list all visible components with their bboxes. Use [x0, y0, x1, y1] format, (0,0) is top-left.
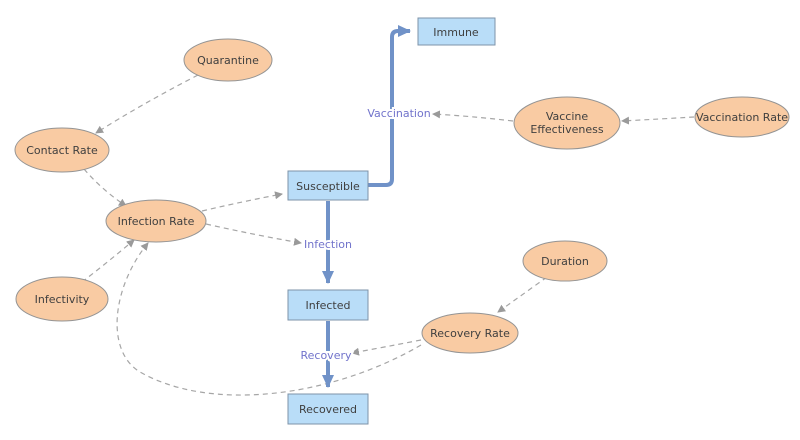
variable-label: Duration	[541, 255, 589, 268]
variable-label: Infectivity	[35, 293, 90, 306]
stock-rect	[287, 393, 369, 425]
variable-ellipse	[513, 96, 621, 150]
variable-duration[interactable]: Duration	[522, 240, 608, 282]
variable-infectivity[interactable]: Infectivity	[15, 276, 109, 322]
link-infection-rate-to-susceptible[interactable]	[201, 191, 283, 212]
flow-pipes	[322, 25, 411, 388]
flow-label-text: Vaccination	[367, 107, 430, 120]
stock-label: Susceptible	[296, 180, 360, 193]
variable-ellipse	[522, 240, 608, 282]
stock-infected[interactable]: Infected	[287, 289, 369, 321]
variable-recovery-rate[interactable]: Recovery Rate	[421, 312, 519, 354]
flow-label-infection[interactable]: Infection	[302, 236, 354, 253]
link-quarantine-to-contact-rate[interactable]	[95, 74, 199, 134]
link-vaccine-effectiveness-to-vaccination-flow[interactable]	[432, 110, 514, 122]
variable-contact-rate[interactable]: Contact Rate	[14, 127, 110, 173]
link-recovery-rate-to-recovery-flow[interactable]	[351, 339, 422, 356]
link-recovery-rate-to-infection-rate-long-curve[interactable]	[116, 242, 422, 396]
flow-label-recovery[interactable]: Recovery	[298, 347, 353, 364]
flow-label-text: Infection	[304, 238, 352, 251]
link-infectivity-to-infection-rate[interactable]	[81, 239, 135, 283]
stock-label: Recovered	[299, 403, 357, 416]
stock-susceptible[interactable]: Susceptible	[287, 170, 369, 201]
variable-infection-rate[interactable]: Infection Rate	[105, 199, 207, 243]
stock-immune[interactable]: Immune	[417, 17, 496, 46]
variable-label: Recovery Rate	[430, 327, 510, 340]
stock-label: Infected	[306, 299, 351, 312]
variable-ellipse	[15, 276, 109, 322]
variable-label: Contact Rate	[26, 144, 98, 157]
variable-vaccination-rate[interactable]: Vaccination Rate	[694, 96, 790, 138]
flow-vaccination-pipe[interactable]	[367, 25, 411, 187]
stock-rect	[287, 170, 369, 201]
variable-label: Vaccination Rate	[696, 111, 788, 124]
stock-recovered[interactable]: Recovered	[287, 393, 369, 425]
variable-ellipse	[105, 199, 207, 243]
variable-label: Quarantine	[197, 54, 259, 67]
stock-rect	[287, 289, 369, 321]
link-infection-rate-to-infection-flow[interactable]	[205, 223, 302, 246]
stock-label: Immune	[433, 26, 479, 39]
influence-links	[81, 74, 695, 396]
link-duration-to-recovery-rate[interactable]	[497, 276, 548, 313]
variable-ellipse	[14, 127, 110, 173]
variable-label: Infection Rate	[118, 215, 195, 228]
flow-label-vaccination[interactable]: Vaccination	[365, 105, 432, 122]
stock-rect	[417, 17, 496, 46]
variable-ellipse	[694, 96, 790, 138]
link-contact-rate-to-infection-rate[interactable]	[83, 168, 127, 207]
variable-ellipse	[183, 38, 273, 82]
variable-ellipse	[421, 312, 519, 354]
link-vaccination-rate-to-vaccine-effectiveness[interactable]	[621, 116, 695, 125]
flow-label-text: Recovery	[300, 349, 351, 362]
variable-quarantine[interactable]: Quarantine	[183, 38, 273, 82]
